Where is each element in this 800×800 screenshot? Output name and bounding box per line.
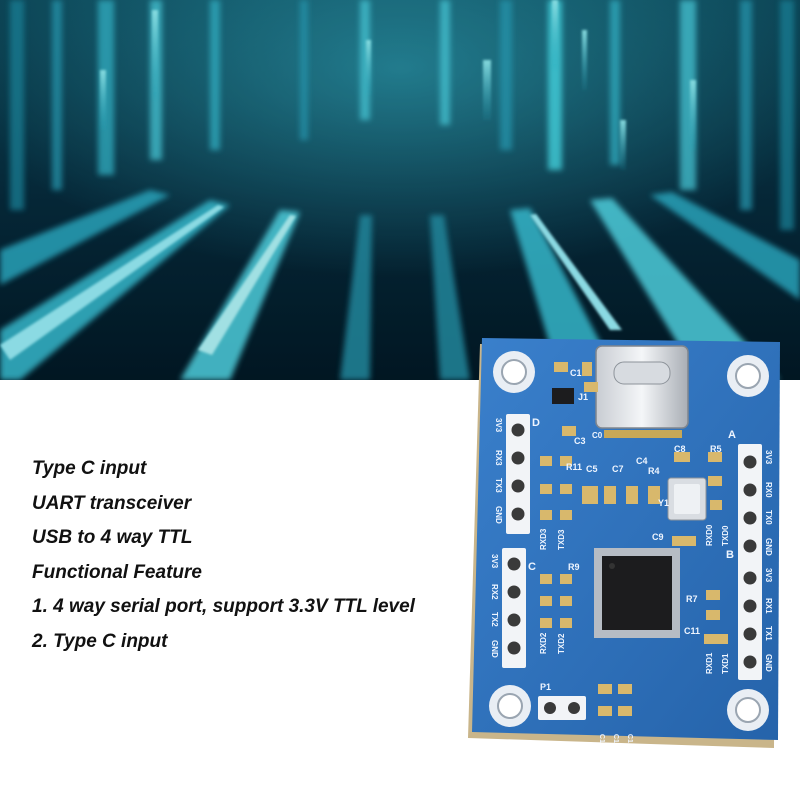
silk-pin-left2-3: TX2 <box>490 612 499 627</box>
mounting-hole <box>727 355 769 397</box>
feature-line: Functional Feature <box>32 561 202 583</box>
light-streaks-graphic <box>0 0 800 380</box>
smd-components <box>540 362 728 716</box>
silk-bottom-cap-1: C1 <box>598 734 605 743</box>
silk-rxd2: RXD2 <box>539 632 548 654</box>
silk-pin-left2-2: RX2 <box>490 584 499 600</box>
silk-txd0: TXD0 <box>721 525 730 546</box>
silk-txd3: TXD3 <box>557 529 566 550</box>
silk-c3: C3 <box>574 436 586 446</box>
silk-rxd0: RXD0 <box>705 524 714 546</box>
silk-bottom-cap-3: C1 <box>626 734 633 743</box>
silk-header-b: B <box>726 549 734 561</box>
silk-pin-left-1: 3V3 <box>494 418 503 433</box>
silk-bottom-cap-2: C1 <box>612 734 619 743</box>
silk-header-a: A <box>728 429 736 441</box>
silk-pin-left2-4: GND <box>490 640 499 658</box>
silk-pin-right2-2: RX1 <box>764 598 773 614</box>
silk-rxd1: RXD1 <box>705 652 714 674</box>
voltage-regulator <box>552 388 574 404</box>
pin-header-d <box>506 414 530 534</box>
pcb-module-graphic: C1 J1 C3 C0 D A C B C8 R5 R11 C5 C7 C4 R… <box>468 338 780 748</box>
feature-line: USB to 4 way TTL <box>32 527 193 548</box>
hero-light-streaks-image <box>0 0 800 380</box>
silk-c4: C4 <box>636 456 648 466</box>
pin-header-b <box>738 560 762 680</box>
silk-c0: C0 <box>592 431 603 440</box>
pin-header-p1 <box>538 696 586 720</box>
silk-r7: R7 <box>686 594 698 604</box>
silk-p1: P1 <box>540 682 551 692</box>
silk-header-c: C <box>528 561 536 573</box>
crystal-oscillator <box>667 477 707 521</box>
silk-header-d: D <box>532 417 540 429</box>
silk-c8: C8 <box>674 444 686 454</box>
feature-line: 1. 4 way serial port, support 3.3V TTL l… <box>32 596 415 617</box>
feature-line: Type C input <box>32 458 147 479</box>
pin-header-c <box>502 548 526 668</box>
silk-rxd3: RXD3 <box>539 528 548 550</box>
silk-pin-left2-1: 3V3 <box>490 554 499 569</box>
silk-r9: R9 <box>568 562 580 572</box>
silk-c5: C5 <box>586 464 598 474</box>
silk-pin-right-4: GND <box>764 538 773 556</box>
silk-r5: R5 <box>710 444 722 454</box>
mounting-hole <box>727 689 769 731</box>
silk-pin-left-3: TX3 <box>494 478 503 493</box>
silk-pin-left-2: RX3 <box>494 450 503 466</box>
pcb-board <box>472 338 780 740</box>
silk-c9: C9 <box>652 532 664 542</box>
main-ic-chip <box>594 548 680 638</box>
pin-header-a <box>738 444 762 566</box>
silk-pin-right2-3: TX1 <box>764 626 773 641</box>
silk-txd1: TXD1 <box>721 653 730 674</box>
silk-pin-right-1: 3V3 <box>764 450 773 465</box>
silk-r4: R4 <box>648 466 660 476</box>
mounting-hole <box>493 351 535 393</box>
silk-pin-right2-1: 3V3 <box>764 568 773 583</box>
silk-y1: Y1 <box>658 498 669 508</box>
silk-pin-right2-4: GND <box>764 654 773 672</box>
silk-r11: R11 <box>566 462 582 472</box>
feature-list: Type C input UART transceiver USB to 4 w… <box>32 452 462 659</box>
silk-pin-right-2: RX0 <box>764 482 773 498</box>
silk-c7: C7 <box>612 464 624 474</box>
silk-c1: C1 <box>570 368 582 378</box>
feature-line: 2. Type C input <box>32 630 168 652</box>
mounting-hole <box>489 685 531 727</box>
usb-type-c-connector <box>595 345 689 438</box>
feature-line: UART transceiver <box>32 492 192 514</box>
silk-j1: J1 <box>578 392 588 402</box>
silk-pin-left-4: GND <box>494 506 503 524</box>
silk-txd2: TXD2 <box>557 633 566 654</box>
silk-c11: C11 <box>684 626 700 636</box>
silk-pin-right-3: TX0 <box>764 510 773 525</box>
pcb-module-image: C1 J1 C3 C0 D A C B C8 R5 R11 C5 C7 C4 R… <box>462 334 792 754</box>
